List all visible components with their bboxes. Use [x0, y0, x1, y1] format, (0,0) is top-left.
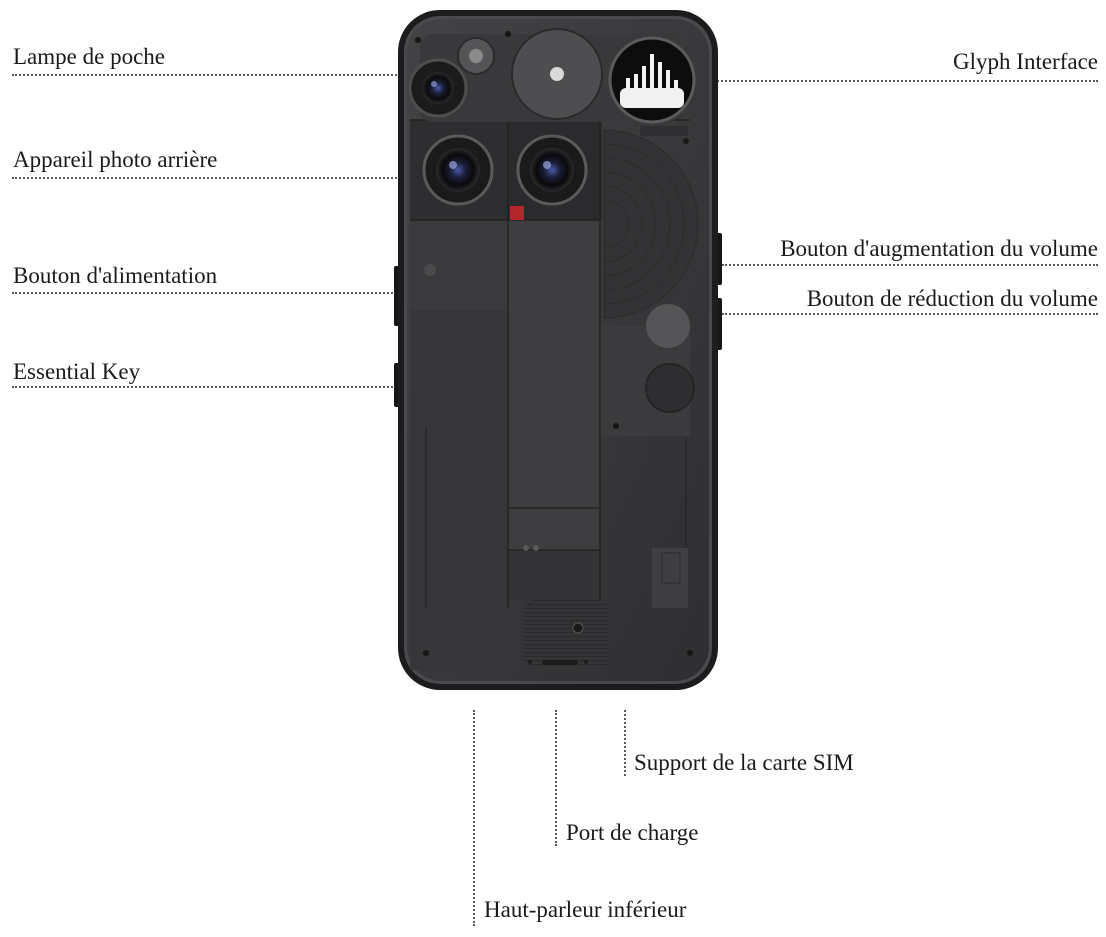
sim-tray-pin — [572, 622, 584, 634]
leader-bottom-speaker — [473, 710, 475, 926]
leader-sim-tray — [624, 710, 626, 776]
label-flashlight: Lampe de poche — [13, 44, 165, 69]
leader-rear-camera — [12, 177, 432, 179]
wireless-charging-coil — [603, 129, 699, 319]
leader-power-button — [12, 292, 396, 294]
label-charging-port: Port de charge — [566, 820, 699, 845]
leader-volume-up — [722, 264, 1098, 266]
label-volume-down: Bouton de réduction du volume — [806, 286, 1098, 311]
label-glyph-interface: Glyph Interface — [953, 49, 1098, 74]
leader-glyph-interface — [690, 80, 1098, 82]
label-volume-up: Bouton d'augmentation du volume — [780, 236, 1098, 261]
glyph-matrix — [620, 54, 684, 108]
leader-charging-port — [555, 710, 557, 846]
label-power-button: Bouton d'alimentation — [13, 263, 218, 288]
label-essential-key: Essential Key — [13, 359, 141, 384]
bottom-speaker-holes — [528, 660, 532, 664]
red-accent — [510, 206, 524, 220]
label-sim-tray: Support de la carte SIM — [634, 750, 854, 775]
leader-volume-down — [722, 313, 1098, 315]
label-bottom-speaker: Haut-parleur inférieur — [484, 897, 687, 922]
charging-port — [542, 660, 578, 665]
leader-essential-key — [12, 386, 396, 388]
phone-back-illustration — [394, 10, 722, 690]
leader-flashlight — [12, 74, 557, 76]
bottom-speaker-module — [524, 600, 610, 668]
label-rear-camera: Appareil photo arrière — [13, 147, 218, 172]
